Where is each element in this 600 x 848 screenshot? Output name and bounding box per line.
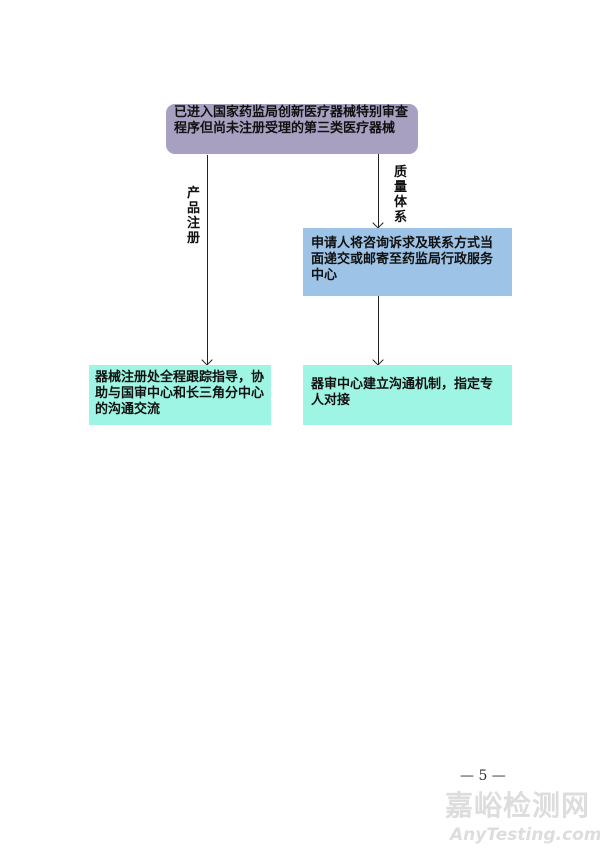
arrow-head-icon [201,354,213,366]
arrow-head-icon [372,217,384,229]
connector-right-1 [378,154,379,228]
registration-guidance-node: 器械注册处全程跟踪指导，协助与国审中心和长三角分中心的沟通交流 [89,365,271,425]
connector-left [207,155,208,365]
arrow-head-icon [372,354,384,366]
connector-right-2 [378,296,379,365]
applicant-submission-node: 申请人将咨询诉求及联系方式当面递交或邮寄至药监局行政服务中心 [303,228,512,296]
branch-label-quality-system: 质量体系 [393,165,407,225]
watermark-en: AnyTesting.com [450,825,600,845]
watermark-cn: 嘉峪检测网 [445,789,591,822]
branch-label-product-registration: 产品注册 [186,186,200,246]
page-number: — 5 — [460,768,506,784]
communication-mechanism-node: 器审中心建立沟通机制，指定专人对接 [303,365,512,425]
start-node: 已进入国家药监局创新医疗器械特别审查程序但尚未注册受理的第三类医疗器械 [166,104,418,154]
